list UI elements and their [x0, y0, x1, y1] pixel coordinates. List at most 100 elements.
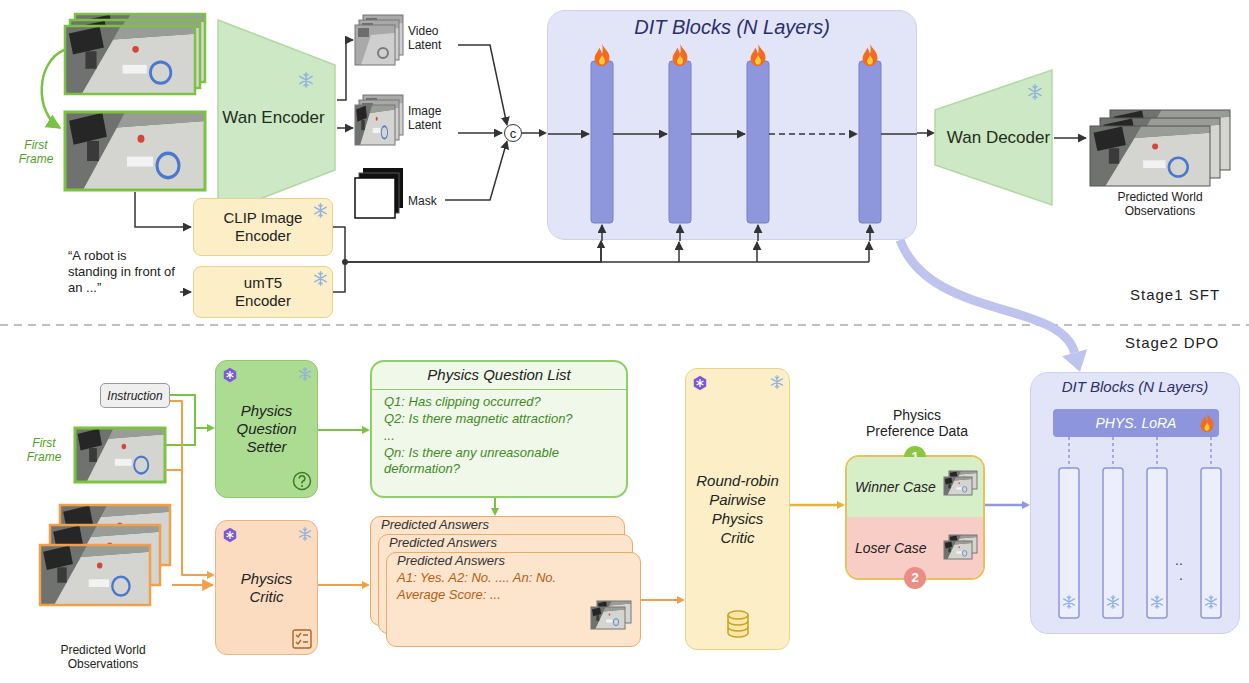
annotation-label: First Frame — [12, 138, 60, 166]
dit-panel: DIT Blocks (N Layers) PHYS. LoRA — [1030, 372, 1240, 634]
connector-line — [641, 599, 678, 601]
concat-circle: c — [504, 124, 522, 142]
question-list-box: Physics Question ListQ1: Has clipping oc… — [370, 360, 628, 498]
callout-number: 2 — [904, 567, 926, 589]
connector-arrow — [917, 129, 935, 137]
node-text: Physics Question List — [372, 362, 626, 390]
answer-card: Predicted AnswersA1: Yes. A2: No. .... A… — [386, 552, 641, 647]
node-text: A1: Yes. A2: No. .... An: No. — [397, 569, 556, 586]
arrow-head — [207, 571, 215, 579]
arrow-head — [1022, 501, 1030, 509]
node-text: Average Score: ... — [397, 586, 501, 603]
arrow-head — [837, 501, 845, 509]
video-latent — [355, 15, 403, 65]
node-text: ... — [372, 428, 626, 444]
encoder-box: CLIP Image Encoder — [193, 198, 333, 256]
annotation-label: Video Latent — [408, 24, 454, 52]
latent-arrows — [337, 40, 353, 128]
mask-latent — [355, 168, 403, 218]
node-text: Instruction — [107, 389, 162, 403]
connector-arrow — [522, 129, 547, 137]
annotation-label: Image Latent — [408, 104, 454, 132]
node-text: Physics Critic — [222, 570, 311, 606]
node-text: DIT Blocks (N Layers) — [634, 16, 830, 39]
connector-line — [900, 240, 1075, 353]
node-text: 2 — [911, 571, 918, 585]
node-text: Winner Case — [855, 479, 936, 495]
arrow-head — [539, 129, 547, 137]
annotation-label: Predicted World Observations — [28, 643, 178, 671]
node-text: PHYS. LoRA — [1096, 415, 1177, 431]
connector-arrow — [318, 426, 370, 434]
node-text: Predicted Answers — [389, 535, 497, 551]
node-text: Loser Case — [855, 540, 927, 556]
first-frame-image — [65, 112, 205, 190]
first-frame-arrow — [42, 50, 64, 128]
connector-line — [790, 504, 838, 507]
instruction-bubble: Instruction — [100, 383, 170, 408]
node-text: DIT Blocks (N Layers) — [1062, 378, 1209, 396]
node-text: Physics Preference Data — [857, 407, 977, 439]
decoder-output — [1054, 110, 1230, 186]
connector-line — [494, 498, 496, 509]
image-latent — [355, 95, 403, 145]
connector-line — [170, 401, 208, 575]
arrow-head — [677, 596, 685, 604]
dit-panel: DIT Blocks (N Layers) — [547, 10, 917, 240]
connector-arrow — [491, 498, 499, 516]
annotation-label: First Frame — [20, 436, 68, 464]
node-text: Physics Question Setter — [222, 402, 311, 456]
annotation-label: Stage1 SFT — [1130, 286, 1240, 304]
node-text: Qn: Is there any unreasonable deformatio… — [372, 445, 626, 477]
node-text: Wan Encoder — [222, 108, 324, 128]
arrow-head — [597, 240, 605, 248]
predicted-frames — [40, 505, 170, 605]
node-text: Wan Decoder — [947, 128, 1050, 148]
dit-blocks — [548, 11, 918, 241]
node-text: Predicted Answers — [381, 517, 489, 533]
connector-line — [170, 395, 208, 428]
connector-arrow — [790, 501, 845, 509]
node-text: Round-robin Pairwise Physics Critic — [694, 471, 781, 547]
connector-arrow — [641, 596, 685, 604]
preference-box: Physics Preference Data1 Winner Case Los… — [845, 455, 985, 580]
stage-divider — [0, 325, 1249, 326]
annotation-label: Predicted World Observations — [1085, 190, 1235, 218]
connector-arrow — [985, 501, 1030, 509]
arrow-head — [1062, 349, 1087, 372]
arrow-head — [491, 508, 499, 516]
arrow-head — [207, 424, 215, 432]
process-box: Physics Critic — [215, 520, 318, 655]
node-text: Q2: Is there magnetic attraction? — [372, 411, 626, 427]
annotation-label: “A robot is standing in front of an ...” — [68, 248, 178, 296]
annotation-label: .. — [1168, 553, 1190, 567]
connector-line — [318, 429, 363, 431]
connector-line — [318, 584, 363, 586]
connector-arrow — [900, 240, 1087, 372]
arrow-head — [362, 581, 370, 589]
concat-arrows — [445, 45, 507, 200]
arrow-head — [597, 240, 605, 248]
node-text: CLIP Image Encoder — [216, 209, 310, 245]
critic-box: Round-robin Pairwise Physics Critic — [685, 368, 790, 650]
arrow-head — [362, 426, 370, 434]
arrow-head — [927, 129, 935, 137]
input-wires — [165, 428, 213, 585]
node-text: Predicted Answers — [397, 553, 505, 569]
connector-line — [522, 132, 540, 134]
process-box: Physics Question Setter — [215, 360, 318, 498]
connector-arrow — [318, 581, 370, 589]
connector-line — [333, 247, 601, 292]
connector-arrow — [170, 401, 215, 579]
connector-arrow — [333, 240, 605, 292]
encoder-trapezoid: Wan Encoder — [218, 20, 335, 215]
node-text: c — [510, 127, 517, 140]
connector-line — [985, 504, 1023, 507]
first-frame-image — [75, 428, 165, 482]
encoder-box: umT5 Encoder — [193, 266, 333, 318]
annotation-label: Mask — [408, 194, 454, 208]
winner-box: Winner Case — [847, 457, 983, 517]
lora-bar: PHYS. LoRA — [1053, 409, 1219, 437]
node-text: Q1: Has clipping occurred? — [372, 394, 626, 410]
